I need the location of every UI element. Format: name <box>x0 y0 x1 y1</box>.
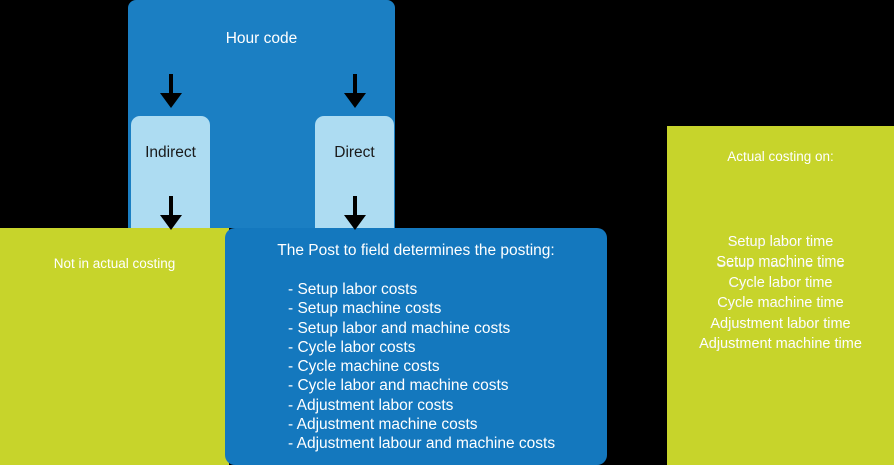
post-to-field-item: - Cycle machine costs <box>288 358 440 376</box>
not-in-actual-costing-panel <box>0 228 229 465</box>
actual-costing-item-label: Cycle labor time <box>728 274 833 291</box>
actual-costing-item-ghost: Cycle machine time <box>667 304 894 314</box>
actual-costing-item: Cycle machine time Cycle machine time <box>667 293 894 313</box>
actual-costing-item-ghost: Adjustment labor time <box>667 325 894 335</box>
actual-costing-item: Setup labor time Setup labor time <box>667 232 894 252</box>
actual-costing-title: Actual costing on: <box>727 149 834 164</box>
post-to-field-item: - Setup labor and machine costs <box>288 319 511 337</box>
arrow-hour-code-to-direct <box>339 74 371 108</box>
hour-code-title: Hour code <box>225 30 298 47</box>
post-to-field-item: - Adjustment labour and machine costs <box>288 435 556 453</box>
not-in-actual-costing-label: Not in actual costing <box>53 256 176 271</box>
actual-costing-item-label: Adjustment machine time <box>699 335 862 352</box>
actual-costing-item: Adjustment labor time Adjustment labor t… <box>667 314 894 334</box>
arrow-hour-code-to-indirect <box>155 74 187 108</box>
actual-costing-panel <box>667 126 894 465</box>
post-to-field-item: - Setup labor costs <box>288 281 418 298</box>
actual-costing-item: Setup machine time Setup machine time <box>667 252 894 272</box>
post-to-field-list: - Setup labor costs - Setup machine cost… <box>288 280 555 454</box>
direct-label: Direct <box>334 144 375 161</box>
actual-costing-item-ghost: Setup machine time <box>667 263 894 273</box>
actual-costing-item-label: Adjustment labor time <box>710 315 851 332</box>
actual-costing-item-label: Setup machine time <box>716 254 845 271</box>
actual-costing-item-ghost: Setup labor time <box>667 243 894 253</box>
actual-costing-list: Setup labor time Setup labor time Setup … <box>667 232 894 354</box>
post-to-field-item: - Cycle labor costs <box>288 338 416 356</box>
post-to-field-box <box>225 228 607 465</box>
post-to-field-heading: The Post to field determines the posting… <box>277 242 555 259</box>
actual-costing-item-ghost: Adjustment machine time <box>667 345 894 355</box>
post-to-field-item: - Setup machine costs <box>288 300 442 318</box>
arrow-direct-to-post-to-field <box>339 196 371 230</box>
post-to-field-item: - Adjustment machine costs <box>288 416 478 434</box>
arrow-indirect-to-not-in-actual-costing <box>155 196 187 230</box>
actual-costing-item: Cycle labor time Cycle labor time <box>667 273 894 293</box>
post-to-field-item: - Adjustment labor costs <box>288 396 454 414</box>
actual-costing-item-label: Cycle machine time <box>717 295 844 312</box>
post-to-field-item: - Cycle labor and machine costs <box>288 377 509 395</box>
actual-costing-item: Adjustment machine time Adjustment machi… <box>667 334 894 354</box>
actual-costing-item-label: Setup labor time <box>727 234 834 250</box>
actual-costing-item-ghost: Cycle labor time <box>667 284 894 294</box>
indirect-label: Indirect <box>145 144 196 161</box>
